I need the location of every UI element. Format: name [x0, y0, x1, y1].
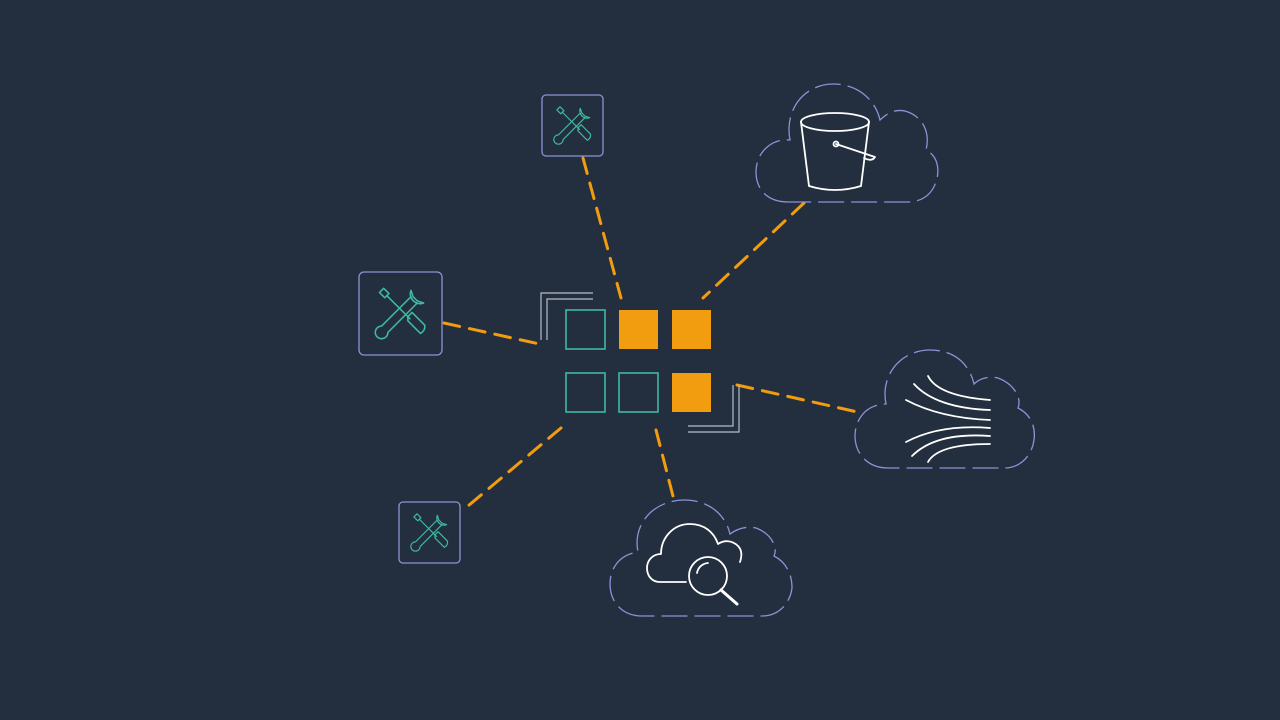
hub-bracket-bottom-right-inner — [688, 385, 734, 427]
hub-cell-filled — [672, 373, 711, 412]
connector-tool-top — [581, 156, 623, 300]
hub-cell-empty — [565, 372, 606, 413]
hub-cell-filled — [619, 310, 658, 349]
cloud-search-icon — [646, 523, 743, 606]
hub-bracket-top-left-outer — [540, 292, 593, 340]
hub-cell-filled — [672, 310, 711, 349]
tool-node-bottom-left — [398, 501, 461, 564]
connector-cloud-search — [654, 428, 676, 502]
tool-node-left — [358, 271, 443, 356]
wrench-screwdriver-icon — [553, 106, 592, 145]
cloud-node-search — [609, 499, 793, 617]
cloud-outline — [609, 499, 793, 617]
connector-tool-bottom-left — [460, 426, 563, 513]
bucket-icon — [800, 112, 876, 191]
connector-cloud-bucket — [701, 201, 806, 300]
connectors — [442, 156, 864, 513]
hub-cell-empty — [618, 372, 659, 413]
cloud-node-stream — [854, 349, 1036, 469]
tool-node-frame — [541, 94, 604, 157]
connector-cloud-stream — [735, 383, 864, 415]
wrench-screwdriver-icon — [410, 513, 449, 552]
cloud-outline — [755, 83, 939, 203]
tool-node-top — [541, 94, 604, 157]
connector-tool-left — [442, 321, 546, 347]
hub — [540, 292, 740, 433]
hub-cell-empty — [565, 309, 606, 350]
hub-cells — [565, 309, 711, 413]
cloud-node-bucket — [755, 83, 939, 203]
wrench-screwdriver-icon — [374, 287, 426, 340]
data-stream-icon — [905, 375, 991, 463]
tool-node-frame — [358, 271, 443, 356]
hub-bracket-top-left-inner — [546, 298, 593, 340]
cloud-outline — [854, 349, 1036, 469]
tool-node-frame — [398, 501, 461, 564]
hub-bracket-bottom-right-outer — [688, 385, 740, 433]
